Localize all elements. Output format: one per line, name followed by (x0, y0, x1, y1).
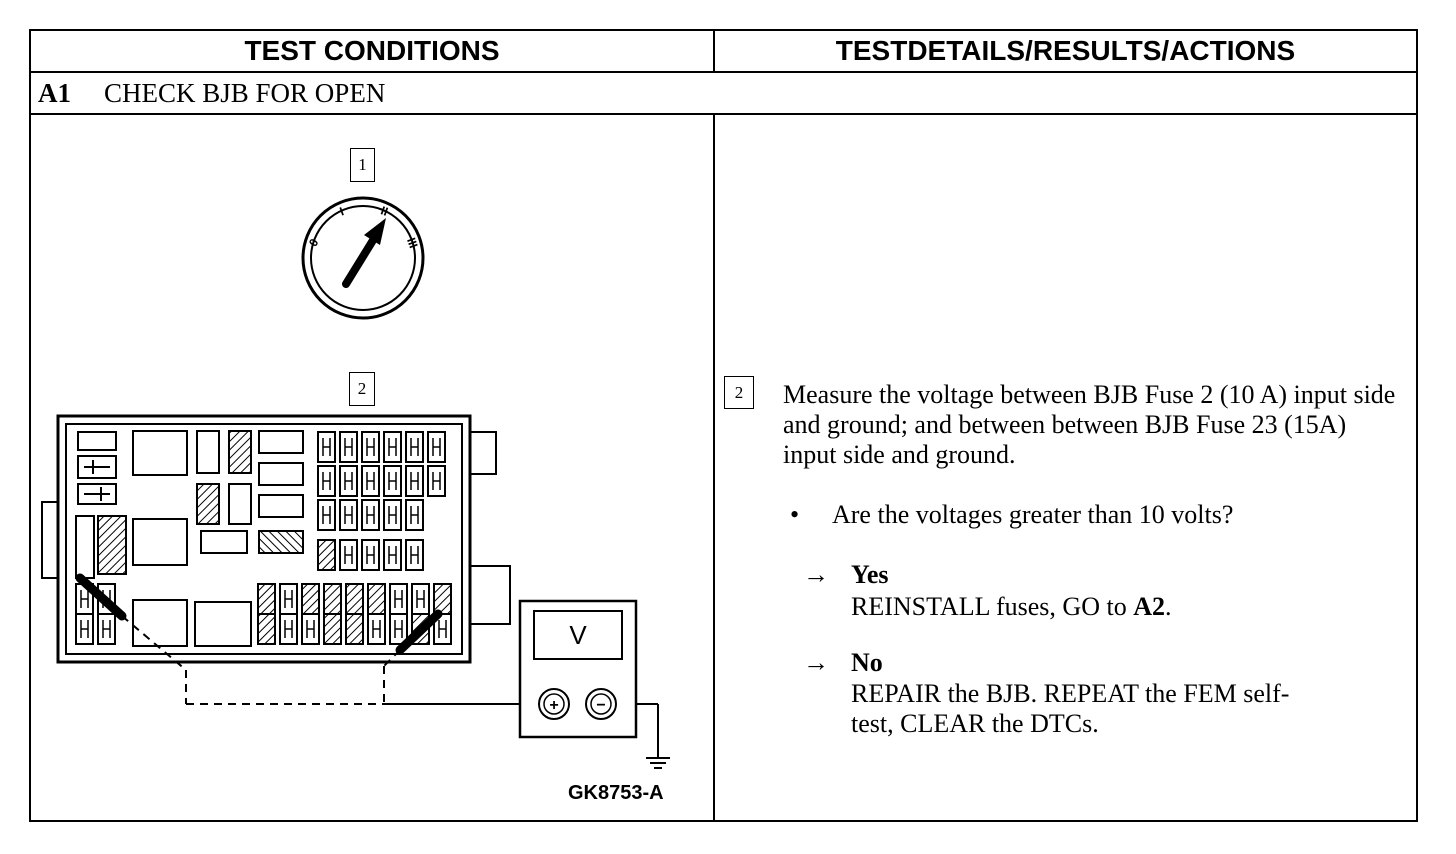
fuse-element (322, 506, 331, 524)
step-row: A1 CHECK BJB FOR OPEN (38, 72, 385, 114)
fuse (317, 539, 336, 571)
fuse-element (394, 590, 403, 608)
yes-action: REINSTALL fuses, GO to A2. (851, 592, 1391, 622)
fuse-element (410, 546, 419, 564)
switch-pos-3: III (404, 236, 421, 250)
step-id: A1 (38, 77, 71, 108)
fuse-element (438, 620, 447, 638)
fuse (301, 583, 320, 615)
fuse (323, 583, 342, 615)
fuse-element (416, 590, 425, 608)
fuse-element (366, 546, 375, 564)
bjb-fuse-box (41, 414, 511, 664)
fuse-element (394, 620, 403, 638)
fuse-grid (75, 431, 452, 645)
fuse-element (322, 438, 331, 456)
measure-instruction: Measure the voltage between BJB Fuse 2 (… (783, 380, 1396, 469)
header-divider (29, 71, 1418, 73)
step-title: CHECK BJB FOR OPEN (104, 77, 386, 108)
fuse (257, 613, 276, 645)
callout-2: 2 (349, 372, 375, 406)
no-label: No (851, 648, 883, 677)
fuse-element (344, 438, 353, 456)
fuse-element (366, 506, 375, 524)
switch-pos-2: II (379, 203, 390, 218)
fuse-element (80, 590, 89, 608)
step-ref-box: 2 (724, 376, 754, 409)
fuse-element (388, 506, 397, 524)
fuse-element (410, 438, 419, 456)
voltmeter-icon: V + − (518, 599, 638, 739)
fuse-element (432, 472, 441, 490)
yes-action-prefix: REINSTALL fuses, GO to (851, 592, 1134, 621)
column-divider-body (713, 113, 715, 822)
fuse (433, 583, 452, 615)
fuse-element (366, 472, 375, 490)
fuse (345, 613, 364, 645)
yes-action-suffix: . (1165, 592, 1172, 621)
step-row-divider (29, 113, 1418, 115)
fuse (323, 613, 342, 645)
question-text: Are the voltages greater than 10 volts? (832, 500, 1234, 529)
bullet-marker: • (790, 500, 800, 529)
fuse-element (284, 620, 293, 638)
meter-minus: − (596, 697, 605, 714)
header-test-conditions: TEST CONDITIONS (244, 35, 500, 66)
header-test-details: TESTDETAILS/RESULTS/ACTIONS (835, 35, 1296, 66)
yes-arrow-icon: → (803, 560, 829, 589)
yes-label: Yes (851, 560, 889, 589)
procedure-table (29, 29, 1418, 822)
fuse-element (284, 590, 293, 608)
switch-pos-1: I (338, 204, 346, 218)
fuse (257, 583, 276, 615)
fuse-element (388, 546, 397, 564)
fuse-element (372, 620, 381, 638)
fuse-element (344, 472, 353, 490)
fuse (345, 583, 364, 615)
ignition-switch-icon: 0 I II III (301, 196, 425, 320)
figure-id: GK8753-A (568, 782, 664, 804)
fuse-element (410, 506, 419, 524)
fuse-element (410, 472, 419, 490)
fuse-element (102, 620, 111, 638)
fuse-element (388, 472, 397, 490)
no-action: REPAIR the BJB. REPEAT the FEM self-test… (851, 679, 1290, 738)
callout-1: 1 (350, 148, 375, 182)
fuse-element (432, 438, 441, 456)
fuse-element (344, 546, 353, 564)
fuse-element (388, 438, 397, 456)
no-arrow-icon: → (803, 648, 829, 677)
fuse-element (306, 620, 315, 638)
fuse-element (322, 472, 331, 490)
meter-display: V (569, 620, 587, 650)
column-divider-top (713, 29, 715, 72)
meter-plus: + (549, 697, 558, 714)
fuse (367, 583, 386, 615)
fuse-element (80, 620, 89, 638)
ground-icon (646, 757, 670, 769)
fuse-element (366, 438, 375, 456)
yes-action-target: A2 (1133, 592, 1165, 621)
fuse-element (344, 506, 353, 524)
